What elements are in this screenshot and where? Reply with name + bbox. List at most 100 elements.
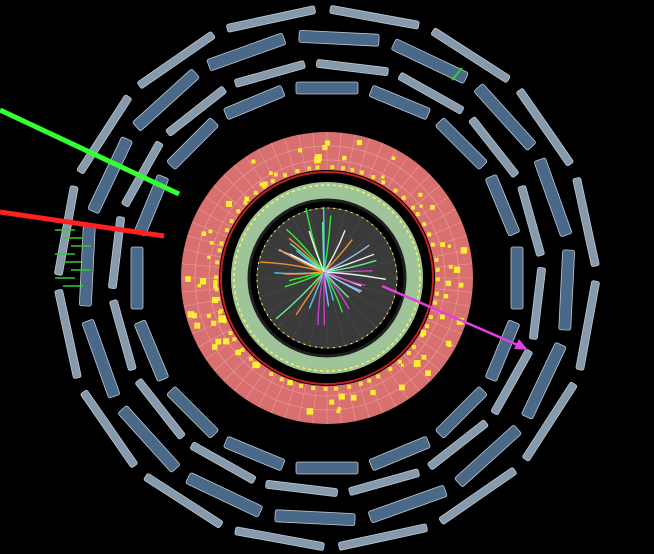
muon-chamber [206,33,286,71]
muon-chamber [368,436,431,471]
hadron-grid-line [298,134,308,177]
energy-deposit [439,314,445,320]
energy-deposit [269,371,274,376]
energy-deposit [428,315,433,320]
muon-chamber [485,174,520,237]
hadron-grid-line [413,335,449,360]
muon-chamber [435,117,488,170]
energy-deposit [440,242,446,247]
energy-deposit [194,322,201,329]
energy-deposit [460,247,468,254]
energy-deposit [435,277,440,282]
energy-deposit [381,175,385,179]
muon-chamber [118,405,180,473]
muon-chamber [510,246,524,310]
muon-chamber [134,319,169,382]
energy-deposit [315,165,320,170]
energy-deposit [418,192,423,197]
energy-deposit [381,180,386,185]
muon-chamber [54,289,82,379]
hadron-grid-line [366,142,384,183]
muon-chamber [427,419,489,470]
muon-chamber [295,461,359,475]
short-track [285,228,325,273]
muon-chamber [223,85,286,120]
muon-chamber [397,72,465,115]
em-boundary [220,171,434,385]
hadron-grid-line [257,149,279,187]
energy-deposit [253,190,258,195]
energy-deposit [419,204,423,208]
short-track [260,261,325,273]
particle-tracks [0,67,528,350]
hadron-grid-line [346,134,356,177]
energy-deposit [359,170,364,175]
energy-deposit [206,313,211,318]
energy-deposit [218,315,226,323]
muon-chamber [274,509,356,526]
energy-deposit [222,319,227,324]
energy-deposit [401,195,406,200]
muon-chamber [558,249,575,331]
energy-deposit [393,188,398,193]
muon-chamber [529,266,546,340]
energy-deposit [299,383,304,388]
energy-deposit [434,257,439,262]
energy-deposit [229,219,234,224]
energy-deposit [228,330,233,335]
short-track [284,271,325,288]
tracker-sector [266,287,310,314]
energy-deposit [207,255,211,259]
energy-deposit [445,280,452,287]
energy-deposit [337,407,342,411]
muon-chamber [485,319,520,382]
hadron-grid-line [270,373,288,414]
energy-deposit [400,363,404,367]
energy-deposit [224,228,229,233]
muon-chamber [165,86,227,137]
tracker-sector [308,297,323,346]
tracker-sector [259,282,308,297]
muon-chamber [329,5,420,30]
hadron-grid-line [198,208,236,230]
energy-deposit [322,144,328,151]
energy-deposit [330,165,335,170]
hadron-grid-line [336,132,342,175]
energy-deposit [244,196,250,202]
muon-spectrometer [54,5,600,551]
energy-deposit [338,393,345,400]
short-track [323,229,346,273]
hadron-grid-line [356,138,370,179]
hadron-grid-line [198,326,236,348]
energy-deposit [342,155,347,161]
muon-chamber [265,480,339,497]
short-track [323,215,332,273]
energy-deposit [269,171,273,175]
muon-chamber [468,116,519,178]
hadron-grid-line [312,381,318,424]
energy-deposit [252,361,259,369]
hadron-grid-line [298,379,308,422]
hadron-grid-line [213,185,247,213]
energy-deposit [350,167,355,172]
energy-deposit [306,408,314,415]
short-track [278,248,325,273]
energy-deposit [215,260,220,265]
muon-chamber [166,117,219,170]
energy-deposit [430,242,435,247]
energy-deposit [430,205,435,210]
energy-deposit [243,200,248,205]
hadron-grid-line [187,235,228,249]
muon-chamber [338,523,428,551]
muon-chamber [108,216,125,290]
muon-chamber [298,30,380,47]
tracker-sector [346,259,395,274]
energy-deposit [256,363,261,368]
energy-deposit [223,338,230,345]
hadron-grid-line [183,249,226,259]
tracker-sector [291,295,318,339]
energy-deposit [219,309,224,314]
muon-chamber [295,81,359,95]
tracker-sector [344,287,388,314]
energy-deposit [422,331,427,336]
